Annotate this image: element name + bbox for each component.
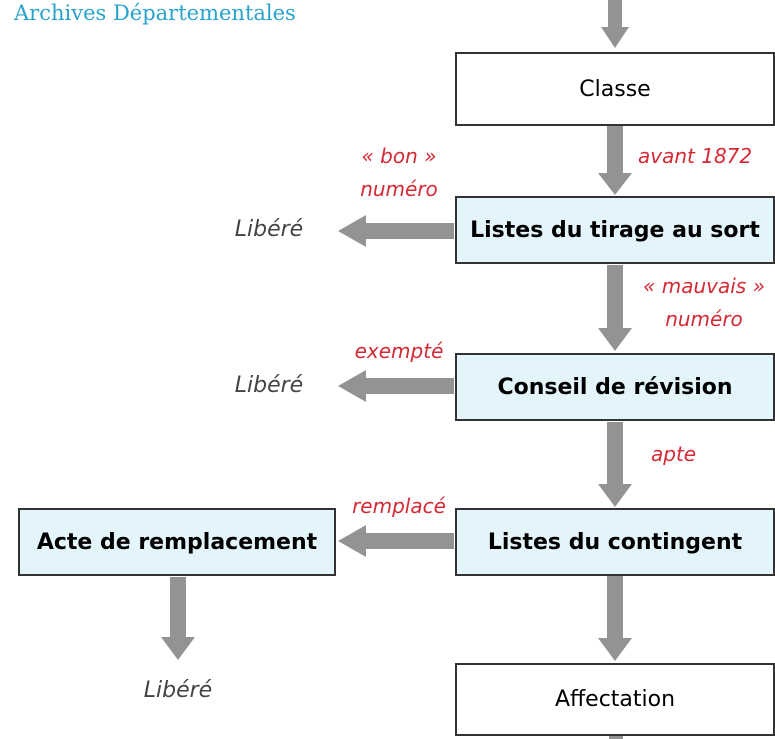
box-acte-remplacement: Acte de remplacement <box>18 508 336 576</box>
label-apte: apte <box>651 442 697 466</box>
label-mauvais-line2: numéro <box>665 307 743 331</box>
arrow-conseil-to-libere <box>338 370 454 402</box>
label-bon-line1: « bon » <box>361 144 437 168</box>
arrow-contingent-to-affectation <box>598 576 632 661</box>
box-listes-contingent: Listes du contingent <box>455 508 775 576</box>
outcome-libere-conseil: Libéré <box>234 373 304 398</box>
label-avant-1872: avant 1872 <box>638 144 753 168</box>
header-title: Archives Départementales <box>14 1 296 25</box>
arrow-contingent-to-remplacement <box>338 525 454 557</box>
arrow-into-classe <box>601 0 629 48</box>
label-remplace: remplacé <box>352 494 446 518</box>
arrow-classe-to-tirage <box>598 126 632 195</box>
outcome-libere-tirage: Libéré <box>234 217 304 242</box>
label-exempte: exempté <box>354 339 444 363</box>
arrow-conseil-to-contingent <box>598 422 632 507</box>
label-mauvais-line1: « mauvais » <box>643 274 765 298</box>
arrow-tirage-to-libere <box>338 215 454 247</box>
outcome-libere-remplacement: Libéré <box>143 678 213 703</box>
box-classe: Classe <box>455 52 775 126</box>
box-affectation: Affectation <box>455 663 775 736</box>
arrow-out-affectation <box>609 734 623 739</box>
box-conseil-revision: Conseil de révision <box>455 353 775 421</box>
arrow-tirage-to-conseil <box>598 265 632 351</box>
label-bon-line2: numéro <box>360 177 438 201</box>
box-listes-tirage: Listes du tirage au sort <box>455 196 775 264</box>
arrow-remplacement-to-libere <box>161 577 195 660</box>
